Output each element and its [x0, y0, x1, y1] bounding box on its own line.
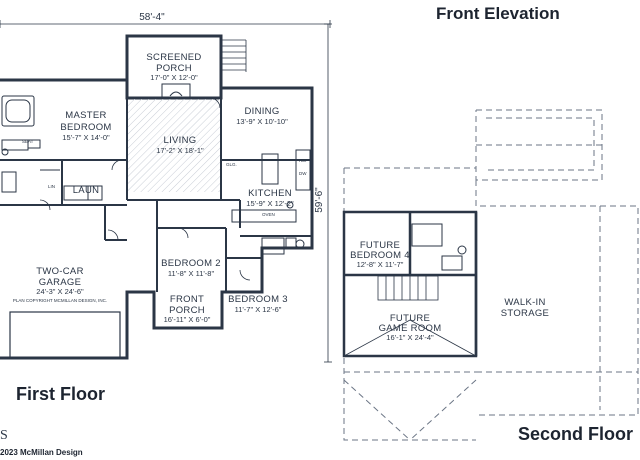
kitchen-size: 15'-9" X 12'-2": [246, 199, 294, 208]
second-floor-title: Second Floor: [518, 424, 634, 444]
game-room-size: 16'-1" X 24'-4": [386, 333, 434, 342]
roof-outline-dashed: [343, 109, 639, 441]
master-bedroom-label-2: BEDROOM: [60, 122, 111, 133]
game-room-label-2: GAME ROOM: [379, 323, 442, 334]
width-dimension-label: 58'-4": [139, 12, 165, 23]
game-room-label-1: FUTURE: [390, 313, 430, 324]
garage-size: 24'-3" X 24'-6": [36, 287, 84, 296]
door-swings: [39, 97, 251, 281]
second-floor-plan: [342, 109, 639, 441]
screened-porch-size: 17'-0" X 12'-0": [150, 73, 198, 82]
master-bedroom-label-1: MASTER: [65, 110, 106, 121]
interior-walls: [0, 98, 312, 292]
bedroom-3-size: 11'-7" X 12'-6": [235, 305, 282, 314]
bedroom-3-label: BEDROOM 3: [228, 294, 288, 305]
bedroom-2-size: 11'-8" X 11'-8": [168, 269, 215, 278]
living-floor-hatch: [128, 99, 221, 192]
front-elevation-title: Front Elevation: [436, 4, 560, 23]
glass-label: GLG.: [226, 162, 237, 167]
ref-label: REF: [299, 158, 308, 163]
screened-porch-label-1: SCREENED: [146, 52, 201, 63]
second-floor-walls: [342, 210, 478, 358]
game-room-ceiling-lines: [343, 319, 477, 357]
stairs: [377, 275, 439, 301]
garage-copyright-note: PLAN COPYRIGHT MCMILLAN DESIGN, INC.: [13, 298, 107, 303]
garage-label-1: TWO-CAR: [36, 266, 83, 277]
garage-label-2: GARAGE: [39, 277, 81, 288]
bedroom-4-label-1: FUTURE: [360, 240, 400, 251]
fireplace: [161, 83, 191, 99]
living-size: 17'-2" X 18'-1": [156, 146, 204, 155]
front-porch-label-2: PORCH: [169, 305, 205, 316]
bedroom-2-label: BEDROOM 2: [161, 258, 221, 269]
front-porch-label-1: FRONT: [170, 294, 204, 305]
dishwasher-label: DW: [299, 171, 307, 176]
porch-steps: [222, 39, 247, 72]
master-bath-fixtures: [1, 95, 103, 201]
depth-dimension-line: [324, 23, 332, 363]
linen-label: LIN: [48, 184, 55, 189]
first-floor-title: First Floor: [16, 384, 105, 404]
screened-porch-label-2: PORCH: [156, 63, 192, 74]
second-floor-bath-fixtures: [411, 223, 467, 271]
bedroom-4-label-2: BEDROOM 4: [350, 250, 410, 261]
garage-door: [9, 311, 121, 359]
dining-label: DINING: [244, 106, 279, 117]
living-label: LIVING: [164, 135, 197, 146]
width-dimension-line: [0, 20, 331, 28]
bedroom-4-size: 12'-8" X 11'-7": [357, 260, 404, 269]
logo-fragment: S: [0, 428, 8, 443]
hall-bath-fixtures: [261, 237, 305, 255]
copyright-caption: 2023 McMillan Design: [0, 448, 83, 457]
first-floor-plan: [0, 20, 332, 363]
oven-label: OVEN: [262, 212, 275, 217]
kitchen-fixtures: [231, 149, 311, 223]
walkin-storage-label-1: WALK-IN: [504, 297, 545, 308]
depth-dimension-label: 59'-6": [314, 187, 325, 213]
room-labels: 58'-4" 59'-6" SCREENED PORCH 17'-0" X 12…: [13, 12, 549, 342]
dining-size: 13'-9" X 10'-10": [236, 117, 288, 126]
laundry-label: LAUN: [73, 185, 100, 196]
kitchen-label: KITCHEN: [248, 188, 292, 199]
master-bedroom-size: 15'-7" X 14'-0": [62, 133, 110, 142]
walkin-storage-label-2: STORAGE: [501, 308, 549, 319]
seat-label: SEAT: [22, 139, 34, 144]
front-porch-size: 16'-11" X 6'-0": [164, 315, 211, 324]
